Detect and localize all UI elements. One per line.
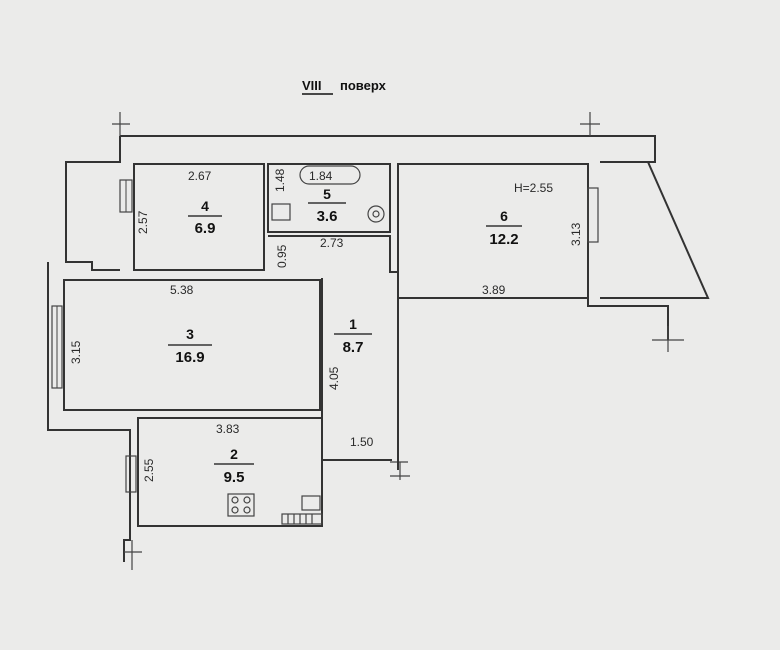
dim-room-2-width: 3.83 bbox=[216, 422, 240, 436]
dim-corridor-top: 2.73 bbox=[320, 236, 344, 250]
room-4-area: 6.9 bbox=[195, 220, 216, 237]
dim-room-5-width: 1.84 bbox=[309, 169, 333, 183]
axis-mark-right-top bbox=[580, 112, 600, 136]
room-2-area: 9.5 bbox=[224, 469, 245, 486]
dim-room-4-width: 2.67 bbox=[188, 169, 212, 183]
ceiling-height: H=2.55 bbox=[514, 181, 553, 195]
window-room-2 bbox=[125, 455, 137, 493]
balcony-right bbox=[600, 161, 710, 299]
radiator-icon bbox=[281, 513, 323, 525]
left-balcony-wall bbox=[65, 136, 121, 271]
right-outer-wall bbox=[587, 298, 669, 340]
dim-room-3-width: 5.38 bbox=[170, 283, 194, 297]
room-1-area: 8.7 bbox=[343, 339, 364, 356]
window-room-6 bbox=[587, 187, 599, 243]
axis-mark-right bbox=[652, 326, 684, 352]
burner-4 bbox=[243, 506, 251, 514]
room-3-area: 16.9 bbox=[175, 349, 204, 366]
radiator-fins bbox=[287, 514, 313, 524]
room-5-number: 5 bbox=[323, 186, 331, 202]
room-2-number: 2 bbox=[230, 446, 238, 462]
burner-1 bbox=[231, 496, 239, 504]
entrance-door-mark bbox=[390, 461, 410, 480]
corridor-right-wall bbox=[268, 235, 399, 470]
kitchen-sink-icon bbox=[301, 495, 321, 511]
room-4 bbox=[133, 163, 265, 271]
bathtub-icon bbox=[299, 165, 361, 185]
sink-icon bbox=[271, 203, 291, 221]
axis-mark-left-bottom bbox=[124, 540, 142, 570]
room-2 bbox=[137, 417, 323, 527]
dim-entry-width: 1.50 bbox=[350, 435, 374, 449]
room-6-number: 6 bbox=[500, 208, 508, 224]
dim-room-5-height: 1.48 bbox=[273, 168, 287, 192]
floor-number: VIII bbox=[302, 78, 322, 93]
room-5-area: 3.6 bbox=[317, 208, 338, 225]
top-facade-wall bbox=[120, 135, 656, 163]
room-5 bbox=[267, 163, 391, 233]
room-6-area: 12.2 bbox=[489, 231, 518, 248]
room-1-number: 1 bbox=[349, 316, 357, 332]
dim-room-1-height: 4.05 bbox=[327, 366, 341, 390]
room-4-number: 4 bbox=[201, 198, 209, 214]
dim-room-2-height: 2.55 bbox=[142, 458, 156, 482]
floor-word: поверх bbox=[340, 78, 387, 93]
room-3-number: 3 bbox=[186, 326, 194, 342]
stove-icon bbox=[227, 493, 255, 517]
toilet-bowl bbox=[372, 210, 380, 218]
room-3 bbox=[63, 279, 321, 411]
burner-3 bbox=[231, 506, 239, 514]
dim-room-6-width: 3.89 bbox=[482, 283, 506, 297]
dim-room-4-height: 2.57 bbox=[136, 210, 150, 234]
toilet-icon bbox=[367, 205, 385, 223]
burner-2 bbox=[243, 496, 251, 504]
left-outer-wall bbox=[47, 262, 131, 562]
dim-corridor-step: 0.95 bbox=[275, 244, 289, 268]
dim-room-3-height: 3.15 bbox=[69, 340, 83, 364]
axis-mark-left-top bbox=[112, 112, 130, 136]
dim-room-6-height: 3.13 bbox=[569, 222, 583, 246]
